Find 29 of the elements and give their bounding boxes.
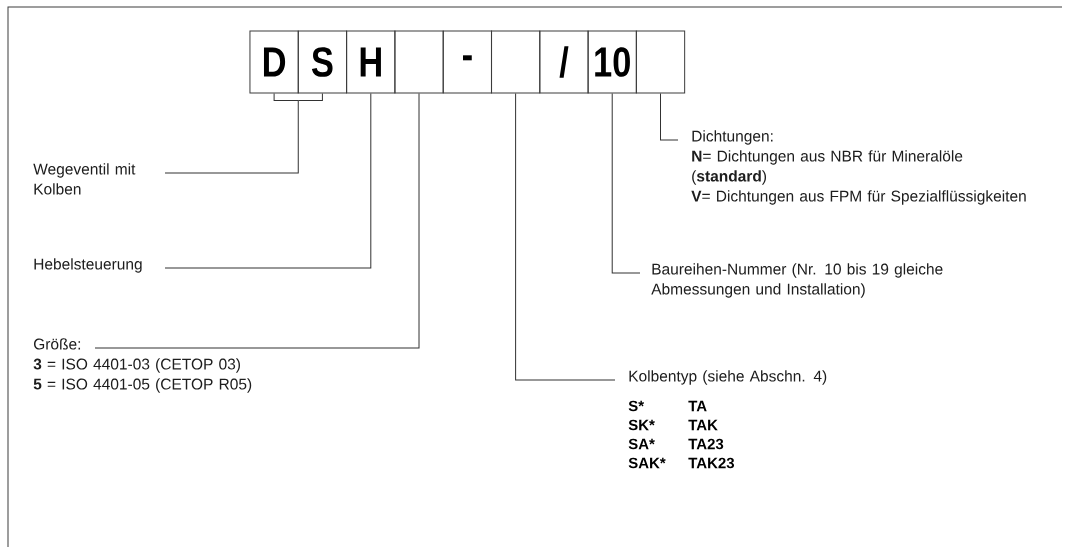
description-text: Baureihen-Nummer (Nr. 10 bis 19 gleiche Abmessungen und Installation) (651, 263, 943, 298)
code-box: / (539, 30, 589, 94)
table-cell: TA (688, 400, 707, 412)
leader-line (660, 93, 679, 141)
description-text: Wegeventil mit Kolben (33, 163, 136, 195)
table-cell: SK* (628, 419, 655, 431)
code-box: S (297, 30, 348, 94)
table-cell: S* (628, 400, 645, 412)
description-text: Dichtungen: N= Dichtungen aus NBR für Mineralöle (standard) V= Dichtungen aus FPM für Spezialflüssigkeiten (691, 130, 1026, 205)
description-text: Größe: 3 = ISO 4401-03 (CETOP 03) 5 = ISO 4401-05 (CETOP R05) (33, 338, 252, 393)
code-box: H (346, 30, 396, 94)
leader-line (515, 93, 616, 381)
code-box (394, 30, 444, 94)
description-text: Kolbentyp (siehe Abschn. 4) (629, 370, 827, 385)
leader-line (611, 93, 641, 274)
table-cell: SA* (628, 438, 655, 450)
code-box: - (442, 30, 493, 94)
code-box (490, 30, 541, 94)
code-box (635, 30, 686, 94)
table-cell: TA23 (688, 438, 724, 450)
code-box: D (249, 30, 299, 94)
description-text: Hebelsteuerung (34, 258, 142, 273)
leader-line (94, 93, 420, 349)
table-cell: SAK* (628, 457, 666, 469)
table-cell: TAK23 (688, 457, 735, 469)
leader-line (164, 93, 372, 269)
table-cell: TAK (688, 419, 718, 431)
code-box: 10 (587, 30, 637, 94)
leader-line (164, 93, 323, 174)
